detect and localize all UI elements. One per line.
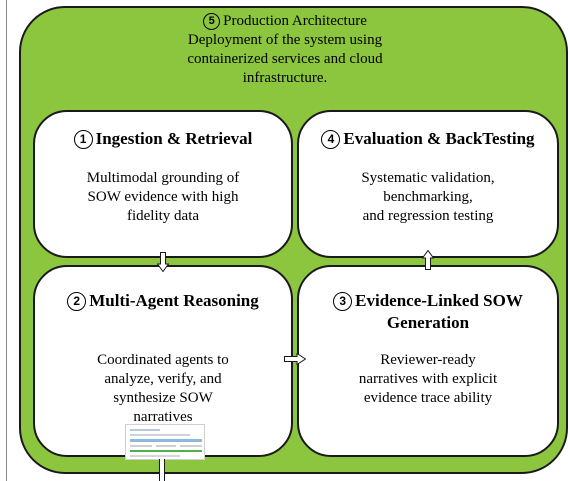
production-title: Production Architecture [223, 13, 367, 29]
production-description-line: infrastructure. [242, 70, 328, 86]
card-title-text: Evaluation & BackTesting [343, 129, 535, 148]
thumbnail-graphic [126, 425, 204, 459]
production-description-line: Deployment of the system using [187, 32, 383, 48]
card-description-line: fidelity data [126, 208, 200, 224]
card-description-line: Multimodal grounding of [86, 170, 240, 186]
card-title-text: Evidence-Linked SOW [355, 291, 523, 310]
card-description-line: SOW evidence with high [87, 189, 239, 205]
card-title-text: Multi-Agent Reasoning [89, 291, 259, 310]
card-description-line: analyze, verify, and [104, 371, 222, 387]
card-description-line: Systematic validation, [361, 170, 495, 186]
card-description: Multimodal grounding of SOW evidence wit… [45, 169, 281, 226]
card-title-line: Generation [386, 313, 470, 332]
step-number-badge: 2 [67, 292, 87, 311]
step-number-badge: 3 [333, 292, 353, 311]
card-title-text: Ingestion & Retrieval [95, 129, 253, 148]
card-description-line: and regression testing [362, 208, 494, 224]
arrow-down-icon [157, 252, 169, 272]
card-description-line: Reviewer-ready [380, 352, 476, 368]
step-number-badge: 4 [321, 130, 341, 149]
thumbnail-stem [159, 459, 165, 481]
card-description-line: evidence trace ability [363, 390, 493, 406]
card-description-line: benchmarking, [383, 189, 473, 205]
card-description-line: synthesize SOW [113, 390, 213, 406]
arrow-right-icon [284, 353, 306, 365]
step-number-badge: 1 [73, 130, 93, 149]
page-left-rule [6, 0, 7, 481]
card-description: Reviewer-ready narratives with explicit … [309, 351, 547, 408]
arrow-up-icon [422, 250, 434, 270]
embedded-thumbnail-image [125, 424, 205, 460]
card-description-line: narratives with explicit [358, 371, 498, 387]
card-description: Coordinated agents to analyze, verify, a… [45, 351, 281, 427]
production-description-line: containerized services and cloud [187, 51, 383, 67]
step-number-badge: 5 [203, 13, 221, 30]
card-description-line: narratives [133, 409, 193, 425]
card-description: Systematic validation, benchmarking, and… [309, 169, 547, 226]
card-description-line: Coordinated agents to [97, 352, 229, 368]
